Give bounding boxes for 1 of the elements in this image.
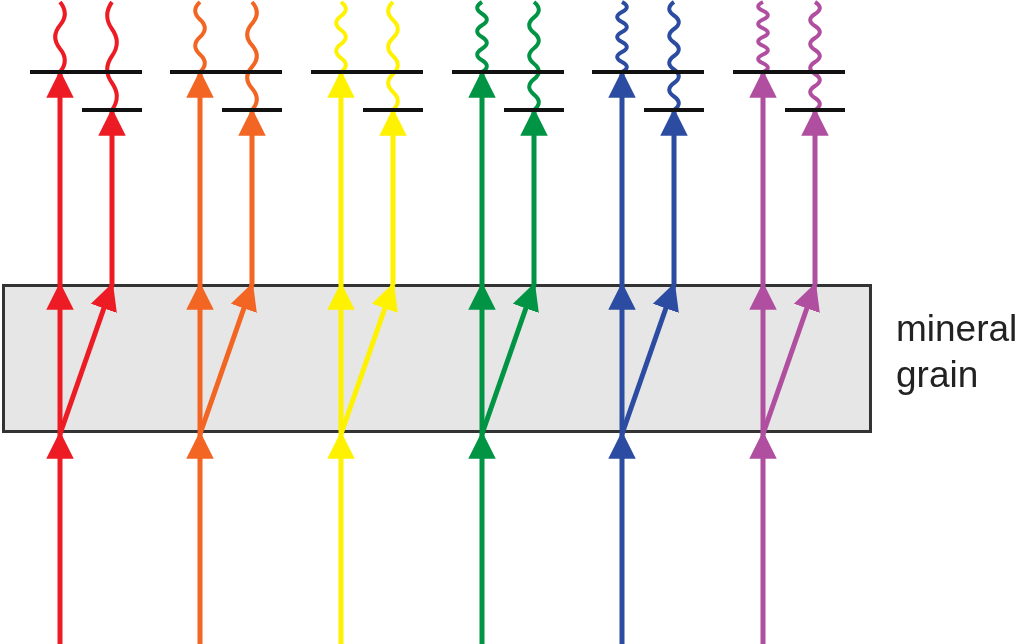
grain-label: mineral grain xyxy=(896,307,1019,397)
